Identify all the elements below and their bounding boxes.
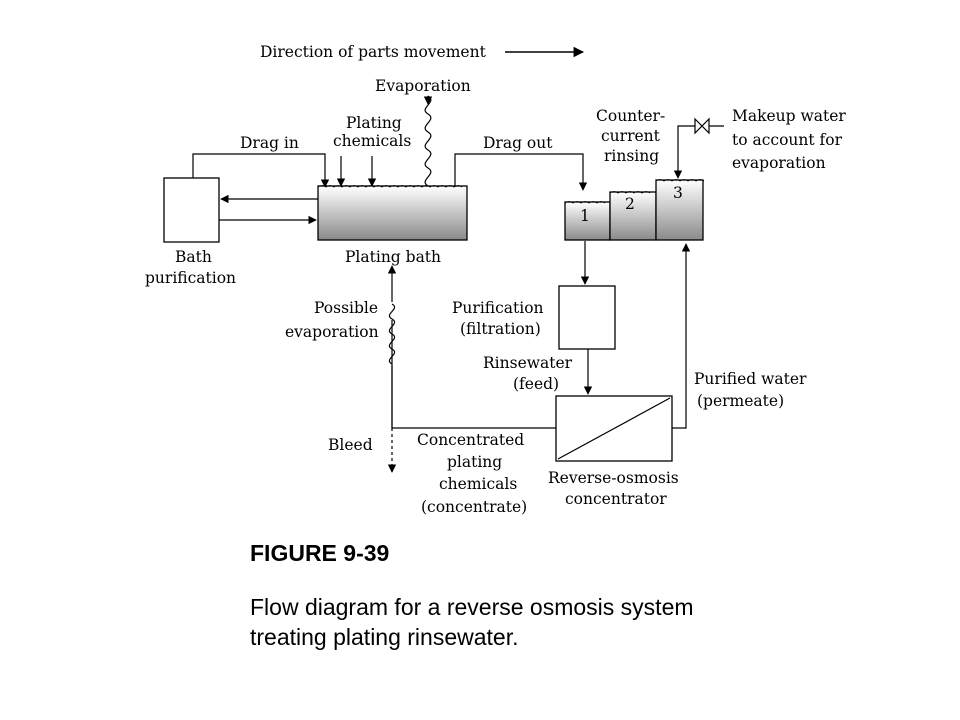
possible-evaporation-squiggle (388, 303, 396, 365)
purification-box (558, 285, 616, 350)
drag-in-line (192, 153, 330, 188)
plating-bath-tank (317, 185, 468, 241)
flow-diagram: Direction of parts movement Evaporation … (145, 43, 846, 516)
plating-bath-surface (317, 185, 463, 188)
drag-out-label: Drag out (483, 134, 553, 152)
rinse-tank-2 (609, 191, 657, 241)
evaporation-label: Evaporation (375, 77, 471, 95)
evaporation-squiggle (424, 95, 432, 187)
tank-number-3: 3 (673, 184, 683, 202)
purified-water-label: Purified water(permeate) (694, 370, 807, 410)
figure-caption: Flow diagram for a reverse osmosis syste… (250, 594, 694, 650)
drag-in-label: Drag in (240, 134, 299, 152)
rinse-tank-surface (564, 179, 705, 204)
plating-bath-label: Plating bath (345, 248, 441, 266)
rinsewater-label: Rinsewater(feed) (483, 354, 573, 393)
ro-membrane (557, 397, 671, 460)
rinse-tank-3 (655, 179, 704, 241)
makeup-water-line (673, 125, 724, 179)
valve-icon (694, 117, 710, 135)
bleed-label: Bleed (328, 436, 373, 454)
tank-number-2: 2 (625, 195, 635, 213)
direction-label: Direction of parts movement (260, 43, 487, 61)
permeate-line (672, 243, 691, 429)
bath-purification-box (163, 177, 220, 243)
figure-number: FIGURE 9-39 (250, 540, 390, 566)
purification-label: Purification(filtration) (452, 299, 544, 338)
rinse-tank-1 (564, 201, 611, 241)
drag-out-line (454, 153, 588, 191)
tank-number-1: 1 (580, 207, 590, 225)
